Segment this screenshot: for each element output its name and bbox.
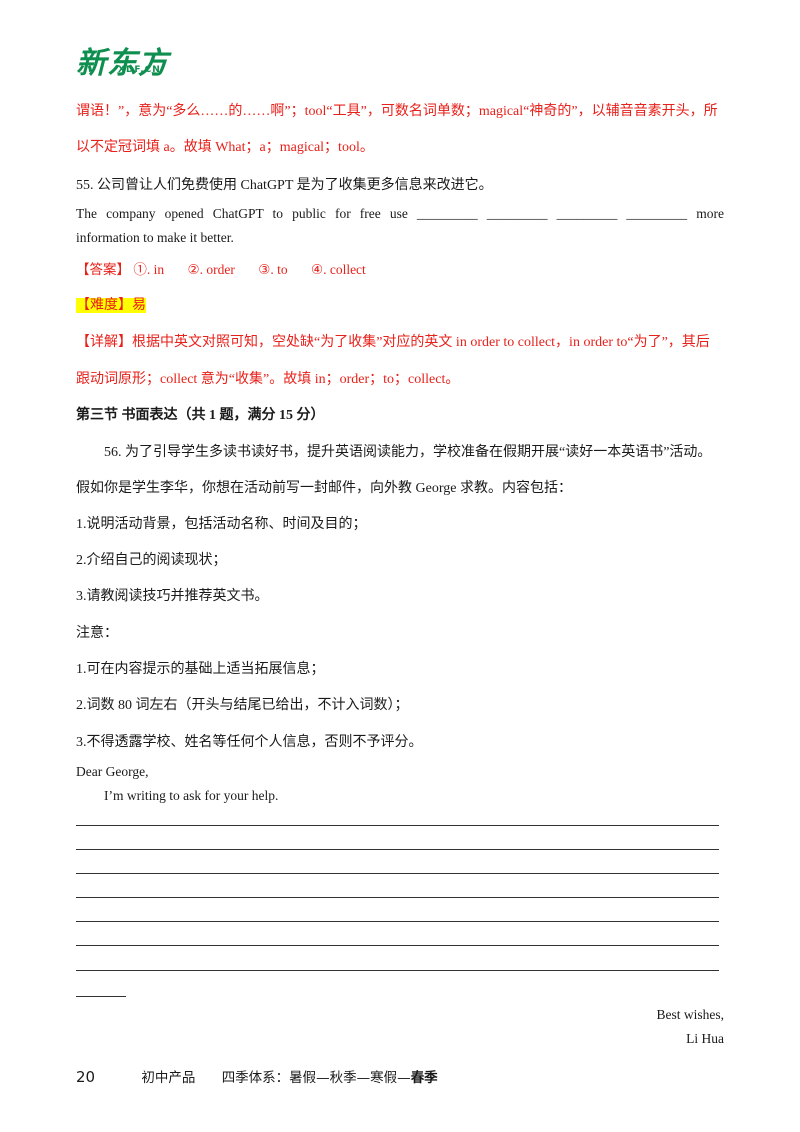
content-point-2: 2.介绍自己的阅读现状；: [76, 553, 227, 568]
letter-opening: I’m writing to ask for your help.: [104, 788, 279, 803]
writing-line: [76, 825, 719, 826]
q55-explain-line2: 跟动词原形；collect 意为“收集”。故填 in；order；to；coll…: [76, 372, 460, 387]
q54-explain-line2: 以不定冠词填 a。故填 What；a；magical；tool。: [76, 140, 374, 155]
letter-greeting: Dear George,: [76, 764, 149, 779]
content-point-1: 1.说明活动背景，包括活动名称、时间及目的；: [76, 517, 367, 532]
q55-english-line2: information to make it better.: [76, 230, 234, 245]
q55-english-line1: The company opened ChatGPT to public for…: [76, 206, 724, 221]
note-1: 1.可在内容提示的基础上适当拓展信息；: [76, 662, 325, 677]
difficulty-badge: 【难度】易: [76, 298, 146, 313]
section3-title: 第三节 书面表达（共 1 题，满分 15 分）: [76, 408, 325, 423]
letter-closing: Best wishes,: [656, 1007, 725, 1022]
note-2: 2.词数 80 词左右（开头与结尾已给出，不计入词数）；: [76, 698, 409, 713]
writing-line-short: [76, 996, 126, 997]
footer-season: 春季: [410, 1070, 438, 1086]
note-3: 3.不得透露学校、姓名等任何个人信息，否则不予评分。: [76, 735, 423, 750]
writing-line: [76, 970, 719, 971]
logo-english: XDF.CN: [118, 65, 161, 75]
q54-explain-line1: 谓语！”，意为“多么……的……啊”；tool“工具”，可数名词单数；magica…: [76, 104, 718, 119]
note-label: 注意：: [76, 626, 118, 641]
q55-difficulty: 【难度】易: [76, 294, 724, 314]
q55-answer: 【答案】 ①. in ②. order ③. to ④. collect: [76, 258, 724, 278]
writing-line: [76, 945, 719, 946]
letter-signature: Li Hua: [686, 1031, 724, 1046]
difficulty-value: 易: [132, 298, 146, 313]
q56-prompt-line1: 56. 为了引导学生多读书读好书，提升英语阅读能力，学校准备在假期开展“读好一本…: [104, 445, 712, 460]
writing-line: [76, 921, 719, 922]
content-point-3: 3.请教阅读技巧并推荐英文书。: [76, 589, 269, 604]
footer-system: 四季体系：暑假—秋季—寒假—: [221, 1070, 411, 1086]
writing-line: [76, 897, 719, 898]
logo-chinese: 新东方: [76, 46, 169, 81]
footer-product: 初中产品: [141, 1070, 196, 1086]
difficulty-label: 【难度】: [76, 298, 132, 313]
xdf-logo: 新东方 XDF.CN: [76, 38, 206, 82]
answer-3: ③. to: [258, 262, 288, 277]
q55-prompt: 55. 公司曾让人们免费使用 ChatGPT 是为了收集更多信息来改进它。: [76, 178, 493, 193]
answer-4: ④. collect: [310, 262, 366, 277]
writing-line: [76, 849, 719, 850]
answer-label: 【答案】: [76, 262, 130, 277]
answer-2: ②. order: [187, 262, 235, 277]
writing-line: [76, 873, 719, 874]
q56-prompt-line2: 假如你是学生李华，你想在活动前写一封邮件，向外教 George 求教。内容包括：: [76, 481, 572, 496]
q55-explain-line1: 【详解】根据中英文对照可知，空处缺“为了收集”对应的英文 in order to…: [76, 335, 710, 350]
page-footer: 20 初中产品 四季体系：暑假—秋季—寒假—春季: [76, 1066, 438, 1086]
answer-1: ①. in: [133, 262, 165, 277]
page-number: 20: [76, 1068, 96, 1086]
